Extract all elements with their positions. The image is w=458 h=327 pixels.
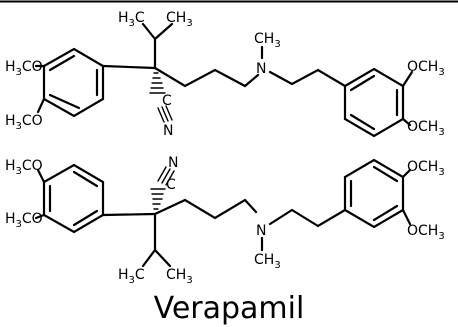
compound-name: Verapamil xyxy=(154,291,305,326)
s1-n-methyl-label: CH3 xyxy=(254,31,281,50)
s1-methoxy-bond-lower xyxy=(36,97,46,114)
s2-right-ring xyxy=(343,158,405,229)
s1-right-lower-methoxy-label: OCH3 xyxy=(407,119,445,138)
s1-left-upper-methoxy-label: H3CO xyxy=(5,59,43,78)
s2-n-methyl-label: CH3 xyxy=(254,252,281,271)
s1-ethyl-chain xyxy=(268,68,347,88)
s1-hashed-bond xyxy=(149,72,166,94)
s2-ethyl-chain xyxy=(268,208,347,228)
s2-methyl-right-label: CH3 xyxy=(166,267,193,286)
s2-left-lower-methoxy-label: H3CO xyxy=(5,211,43,230)
s2-nitrogen-label: N xyxy=(256,223,266,239)
s1-right-methoxy-bond-lower xyxy=(401,117,412,127)
s2-ring-to-center xyxy=(101,212,157,217)
s2-isopropyl-right xyxy=(153,248,172,268)
s2-right-upper-methoxy-label: OCH3 xyxy=(407,159,445,178)
s1-left-lower-methoxy-label: H3CO xyxy=(5,113,43,132)
s2-right-lower-methoxy-label: OCH3 xyxy=(407,223,445,242)
s1-nitrile-c-label: C xyxy=(162,93,172,109)
s1-right-methoxy-bond-upper xyxy=(401,70,414,88)
s2-left-ring xyxy=(42,163,105,234)
s1-isopropyl-left xyxy=(141,22,157,41)
s2-propyl-chain xyxy=(153,198,258,220)
s1-propyl-chain xyxy=(153,66,260,88)
s1-nitrogen-label: N xyxy=(256,61,266,77)
s1-ring-to-center xyxy=(101,64,157,70)
s1-nitrile-n-label: N xyxy=(163,123,173,139)
s2-nitrile-n-label: N xyxy=(168,155,178,171)
s2-right-methoxy-bond-lower xyxy=(401,208,412,226)
s2-isopropyl-left xyxy=(141,248,157,268)
s2-hashed-bond xyxy=(150,188,166,210)
s2-methoxy-bond-lower xyxy=(34,213,46,220)
s2-right-methoxy-bond-upper xyxy=(401,168,412,179)
s1-methyl-left-label: H3C xyxy=(118,10,145,29)
s1-right-upper-methoxy-label: OCH3 xyxy=(407,59,445,78)
s1-left-ring xyxy=(42,47,105,118)
s1-nitrile-triple-bond xyxy=(157,105,173,123)
s1-isopropyl-right xyxy=(153,22,174,41)
s1-right-ring xyxy=(343,67,405,138)
structure-2: H3CO H3CO OCH3 OCH3 N C N CH3 H3C CH3 xyxy=(5,155,445,286)
s2-left-upper-methoxy-label: H3CO xyxy=(5,158,43,177)
s1-methyl-right-label: CH3 xyxy=(166,10,193,29)
s2-nitrile-c-label: C xyxy=(166,177,176,193)
s2-nitrile-triple-bond xyxy=(157,166,175,186)
structure-1: H3C CH3 CH3 N C N H3CO H3CO OCH3 OCH3 xyxy=(5,10,445,139)
s2-methoxy-bond-upper xyxy=(36,168,46,184)
s2-methyl-left-label: H3C xyxy=(118,267,145,286)
